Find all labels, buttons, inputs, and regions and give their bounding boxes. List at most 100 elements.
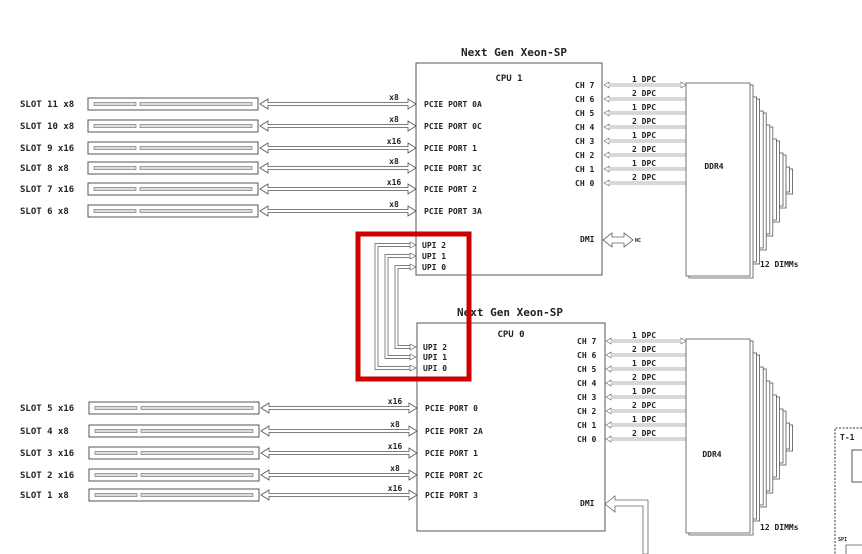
pcie-link-arrow — [259, 120, 417, 132]
upi-link-inner — [397, 268, 412, 346]
memory-channel-label: CH 1 — [575, 165, 594, 174]
pcie-lane-width: x8 — [389, 157, 399, 166]
slot-key-long — [139, 166, 253, 170]
slot-label: SLOT 11 x8 — [20, 100, 74, 110]
upi-port-label: UPI 1 — [423, 353, 447, 362]
dpc-label: 2 DPC — [632, 145, 656, 154]
dpc-label: 1 DPC — [632, 359, 656, 368]
slot-label: SLOT 10 x8 — [20, 122, 74, 132]
pcie-port-label: PCIE PORT 3C — [424, 164, 482, 173]
side-block-chip — [851, 449, 862, 483]
dpc-label: 1 DPC — [632, 415, 656, 424]
upi-port-label: UPI 2 — [422, 241, 446, 250]
slot-key-short — [94, 429, 138, 433]
cpu1-dmi-target: NC — [635, 238, 641, 244]
pcie-slot — [87, 161, 259, 175]
upi-links — [374, 241, 417, 372]
memory-channel-label: CH 6 — [575, 95, 594, 104]
upi-arrowhead-icon — [409, 364, 417, 372]
slot-key-long — [140, 406, 254, 410]
slot-key-long — [139, 102, 253, 106]
memory-channel-label: CH 6 — [577, 351, 596, 360]
dpc-label: 2 DPC — [632, 89, 656, 98]
side-block: T-1 SPI — [834, 427, 862, 554]
pcie-lane-width: x8 — [390, 464, 400, 473]
pcie-lane-width: x8 — [390, 420, 400, 429]
pcie-slot — [88, 401, 260, 415]
slot-key-long — [139, 124, 253, 128]
dpc-label: 2 DPC — [632, 373, 656, 382]
memory-channel-label: CH 5 — [575, 109, 594, 118]
upi-link-inner — [377, 246, 412, 367]
pcie-link-arrow — [260, 425, 418, 437]
dpc-label: 2 DPC — [632, 345, 656, 354]
pcie-slot — [88, 446, 260, 460]
pcie-lane-width: x8 — [389, 200, 399, 209]
memory-channel-label: CH 2 — [575, 151, 594, 160]
slot-key-long — [139, 187, 253, 191]
pcie-slot — [87, 204, 259, 218]
cpu0-header: Next Gen Xeon-SP — [457, 306, 563, 319]
side-block-label: T-1 — [840, 433, 855, 442]
cpu0-group: Next Gen Xeon-SP CPU 0 SLOT 5 x16x16PCIE… — [20, 306, 799, 554]
cpu1-memory-type: DDR4 — [704, 162, 723, 171]
pcie-lane-width: x16 — [388, 484, 403, 493]
slot-key-short — [94, 451, 138, 455]
upi-arrowhead-icon — [409, 241, 417, 249]
upi-port-label: UPI 0 — [422, 263, 446, 272]
cpu0-box — [416, 322, 606, 532]
slot-key-long — [140, 451, 254, 455]
pcie-port-label: PCIE PORT 2 — [424, 185, 477, 194]
pcie-link-arrow — [260, 469, 418, 481]
cpu1-dimm-count: 12 DIMMs — [760, 260, 799, 269]
slot-label: SLOT 1 x8 — [20, 491, 69, 501]
cpu1-dmi-label: DMI — [580, 235, 595, 244]
cpu0-memory-type: DDR4 — [702, 450, 721, 459]
pcie-port-label: PCIE PORT 2A — [425, 427, 483, 436]
pcie-port-label: PCIE PORT 2C — [425, 471, 483, 480]
dpc-label: 2 DPC — [632, 401, 656, 410]
pcie-slot — [87, 141, 259, 155]
memory-channel-label: CH 0 — [575, 179, 594, 188]
side-block-border — [834, 427, 862, 554]
memory-channel-label: CH 3 — [577, 393, 596, 402]
cpu1-box — [415, 62, 603, 276]
pcie-port-label: PCIE PORT 1 — [424, 144, 477, 153]
slot-label: SLOT 9 x16 — [20, 144, 74, 154]
dpc-label: 2 DPC — [632, 117, 656, 126]
cpu0-dimm-count: 12 DIMMs — [760, 523, 799, 532]
slot-key-short — [93, 187, 137, 191]
pcie-lane-width: x8 — [389, 115, 399, 124]
dpc-label: 2 DPC — [632, 429, 656, 438]
pcie-port-label: PCIE PORT 0A — [424, 100, 482, 109]
pcie-lane-width: x8 — [389, 93, 399, 102]
memory-channel-label: CH 4 — [575, 123, 594, 132]
slot-label: SLOT 8 x8 — [20, 164, 69, 174]
cpu1-name: CPU 1 — [495, 74, 522, 84]
pcie-link-arrow — [259, 162, 417, 174]
dimm-module — [685, 82, 751, 277]
dpc-label: 1 DPC — [632, 387, 656, 396]
pcie-slot — [87, 97, 259, 111]
upi-port-label: UPI 0 — [423, 364, 447, 373]
upi-arrowhead-icon — [409, 353, 417, 361]
slot-label: SLOT 7 x16 — [20, 185, 74, 195]
pcie-link-arrow — [260, 489, 418, 501]
pcie-link-arrow — [259, 183, 417, 195]
slot-key-short — [93, 102, 137, 106]
pcie-lane-width: x16 — [388, 442, 403, 451]
slot-key-short — [93, 209, 137, 213]
dpc-label: 1 DPC — [632, 103, 656, 112]
cpu0-dmi-label: DMI — [580, 499, 595, 508]
slot-key-short — [93, 124, 137, 128]
pcie-slot — [88, 468, 260, 482]
pcie-slot — [88, 424, 260, 438]
upi-link-outer — [394, 265, 412, 349]
pcie-port-label: PCIE PORT 1 — [425, 449, 478, 458]
dpc-label: 1 DPC — [632, 331, 656, 340]
pcie-port-label: PCIE PORT 0C — [424, 122, 482, 131]
side-block-spi-line — [845, 544, 862, 554]
